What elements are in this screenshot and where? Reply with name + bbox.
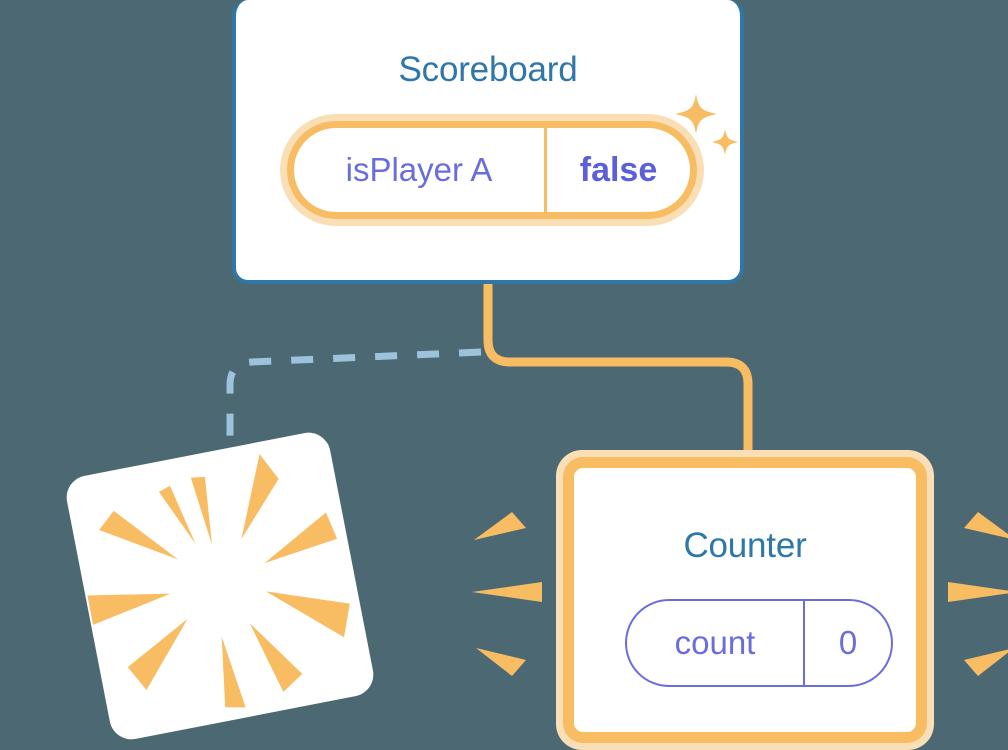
burst-card[interactable]: [62, 428, 378, 744]
counter-card[interactable]: Counter count 0: [556, 450, 934, 750]
sparkle-large-icon: [675, 94, 717, 134]
counter-state-key: count: [674, 624, 756, 661]
burst-rays-right-icon: [948, 512, 1008, 676]
scoreboard-state-pill[interactable]: isPlayer A false: [280, 114, 704, 226]
scoreboard-state-value: false: [579, 150, 658, 189]
counter-title: Counter: [683, 526, 807, 565]
sparkle-small-icon: [712, 129, 738, 155]
scoreboard-state-key: isPlayer A: [345, 151, 493, 188]
burst-rays-left-icon: [472, 512, 542, 676]
burst-rays-icon: [87, 454, 350, 708]
scoreboard-title: Scoreboard: [398, 50, 578, 89]
counter-state-pill[interactable]: count 0: [625, 599, 893, 687]
connector-scoreboard-to-counter: [483, 284, 753, 458]
counter-pill-divider: [803, 601, 805, 685]
scoreboard-pill-divider: [544, 128, 547, 212]
scoreboard-card[interactable]: Scoreboard isPlayer A false: [232, 0, 744, 284]
counter-state-value: 0: [838, 624, 858, 661]
sparkle-group: [675, 94, 738, 155]
